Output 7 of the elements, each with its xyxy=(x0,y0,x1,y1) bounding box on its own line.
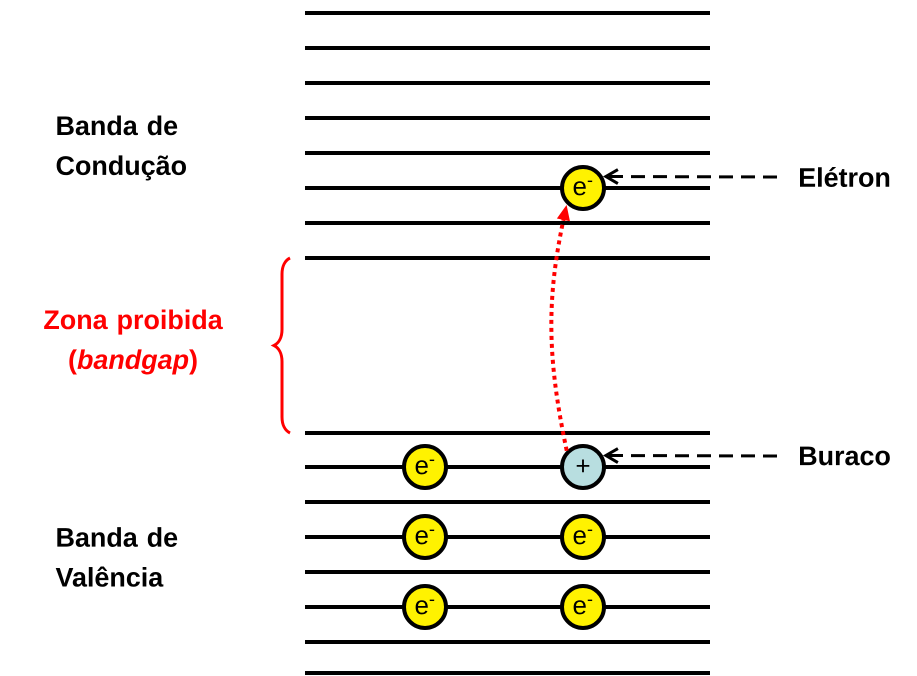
band-label: Banda de Condução xyxy=(56,116,186,180)
band-label: Banda de Valência xyxy=(56,527,178,587)
arrow xyxy=(602,168,777,185)
side-label: Buraco xyxy=(800,446,890,466)
arrow xyxy=(602,447,777,464)
side-label: Elétron xyxy=(800,167,890,187)
gap-label: Zona proibida (bandgap) xyxy=(44,310,223,374)
